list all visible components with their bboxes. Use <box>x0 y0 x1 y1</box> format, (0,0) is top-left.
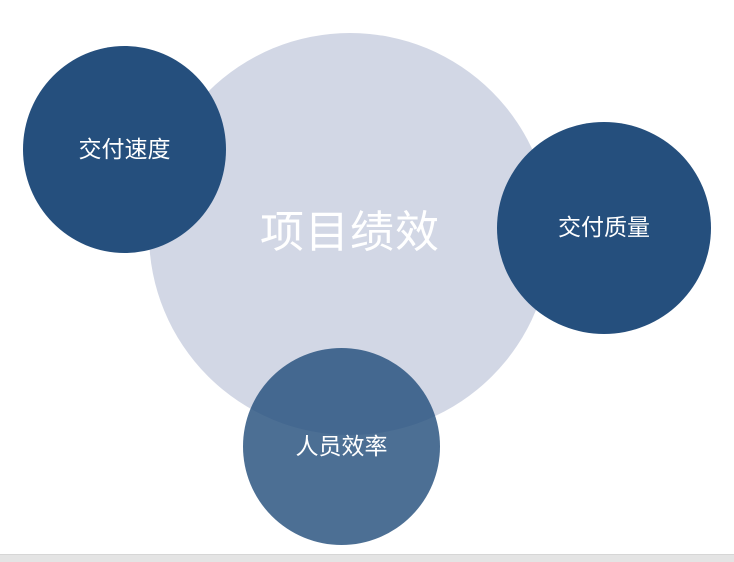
bottom-scrollbar-strip <box>0 554 734 562</box>
delivery-quality-label: 交付质量 <box>558 215 650 241</box>
delivery-speed-label: 交付速度 <box>78 136 171 163</box>
staff-efficiency-circle: 人员效率 <box>243 348 440 545</box>
delivery-quality-circle: 交付质量 <box>497 122 711 334</box>
center-circle-label: 项目绩效 <box>260 207 440 258</box>
staff-efficiency-label: 人员效率 <box>295 433 388 460</box>
delivery-speed-circle: 交付速度 <box>23 46 226 253</box>
